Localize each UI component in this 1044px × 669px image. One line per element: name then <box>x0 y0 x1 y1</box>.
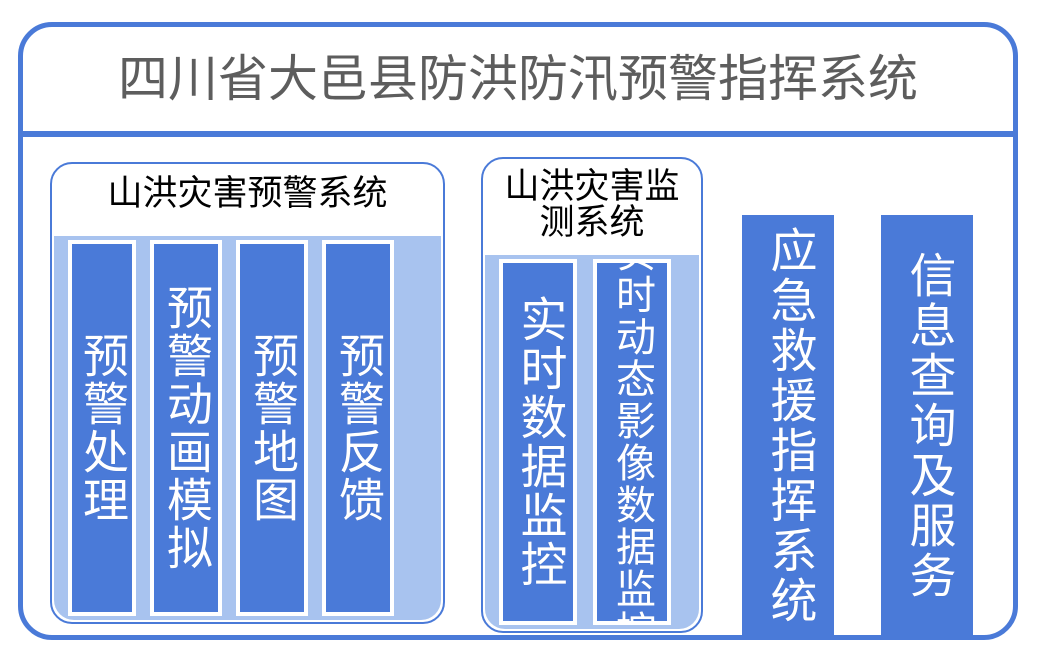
tile-label: 应急救援指挥系统 <box>762 226 815 626</box>
tile-warning-map[interactable]: 预警地图 <box>236 240 308 616</box>
application-frame: 四川省大邑县防洪防汛预警指挥系统 山洪灾害预警系统 预警处理 预警动画模拟 预警… <box>18 22 1018 640</box>
tile-warning-feedback[interactable]: 预警反馈 <box>322 240 394 616</box>
tile-label: 预警反馈 <box>333 332 384 524</box>
tile-label: 预警处理 <box>77 332 128 524</box>
main-content: 山洪灾害预警系统 预警处理 预警动画模拟 预警地图 预警反馈 山洪灾害监测系统 <box>23 137 1013 637</box>
tile-emergency-rescue-command-system[interactable]: 应急救援指挥系统 <box>742 215 834 637</box>
header-bar: 四川省大邑县防洪防汛预警指挥系统 <box>23 27 1013 131</box>
tile-label: 预警地图 <box>247 332 298 524</box>
group-panel-warning-system: 预警处理 预警动画模拟 预警地图 预警反馈 <box>54 236 441 620</box>
tile-information-query-and-service[interactable]: 信息查询及服务 <box>881 215 973 637</box>
tile-label: 信息查询及服务 <box>901 251 954 601</box>
group-title-monitoring-system: 山洪灾害监测系统 <box>504 167 680 242</box>
tile-realtime-data-monitoring[interactable]: 实时数据监控 <box>499 259 577 625</box>
page-title: 四川省大邑县防洪防汛预警指挥系统 <box>118 51 918 107</box>
group-card-warning-system[interactable]: 山洪灾害预警系统 预警处理 预警动画模拟 预警地图 预警反馈 <box>50 162 445 624</box>
tile-label: 预警动画模拟 <box>161 284 212 572</box>
group-card-monitoring-system[interactable]: 山洪灾害监测系统 实时数据监控 实时动态影像数据监控 <box>481 157 703 633</box>
header-divider <box>18 131 1018 137</box>
tile-label: 实时动态影像数据监控 <box>610 259 655 625</box>
group-panel-monitoring-system: 实时数据监控 实时动态影像数据监控 <box>485 255 699 629</box>
group-title-warning-system: 山洪灾害预警系统 <box>107 174 388 213</box>
tile-label: 实时数据监控 <box>512 295 565 589</box>
tile-warning-processing[interactable]: 预警处理 <box>68 240 136 616</box>
tile-warning-animation-simulation[interactable]: 预警动画模拟 <box>150 240 222 616</box>
tile-realtime-dynamic-image-data-monitoring[interactable]: 实时动态影像数据监控 <box>593 259 671 625</box>
